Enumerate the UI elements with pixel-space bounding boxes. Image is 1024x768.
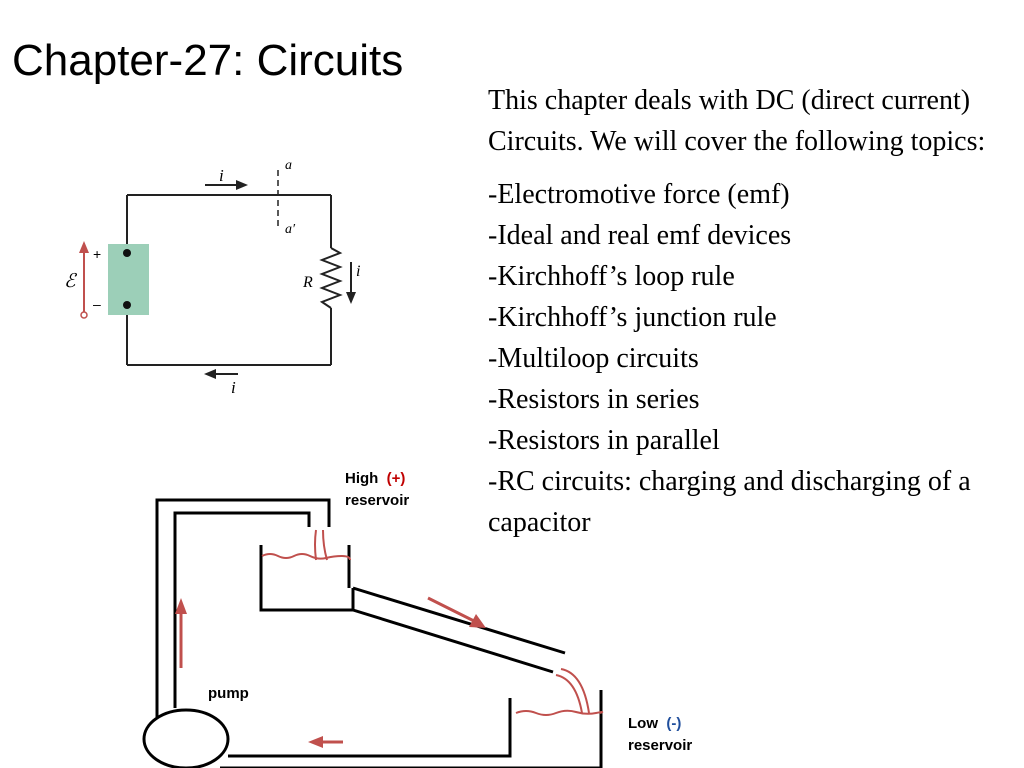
low-reservoir-label: Low (-) reservoir	[628, 713, 692, 757]
point-a-label: a	[285, 158, 292, 173]
high-word: High	[345, 470, 379, 487]
topic-item: -Resistors in series	[488, 384, 700, 415]
high-inflow-stream	[314, 529, 328, 561]
topics-text: This chapter deals with DC (direct curre…	[488, 80, 1008, 543]
high-sign: (+)	[386, 470, 406, 487]
emf-label: ℰ	[64, 271, 78, 292]
plus-sign: +	[93, 246, 101, 262]
topic-item: -Resistors in parallel	[488, 425, 720, 456]
current-label-resistor: i	[356, 263, 360, 280]
resistor-symbol	[319, 247, 343, 309]
low-word: Low	[628, 715, 658, 732]
circuit-wires	[126, 194, 332, 366]
minus-sign: –	[93, 296, 101, 312]
topic-item: -Kirchhoff’s loop rule	[488, 261, 735, 292]
battery-terminal-negative	[123, 301, 131, 309]
low-sign: (-)	[666, 715, 682, 732]
topic-item: -Multiloop circuits	[488, 343, 699, 374]
topics-list: -Electromotive force (emf) -Ideal and re…	[488, 174, 1008, 543]
resistor-label: R	[302, 274, 313, 291]
low-reservoir-water	[515, 709, 604, 716]
flow-arrow-down-diagonal	[427, 596, 477, 624]
topic-item: -Ideal and real emf devices	[488, 220, 792, 251]
high-reservoir-word: reservoir	[345, 492, 410, 509]
low-reservoir-word: reservoir	[628, 737, 693, 754]
pump-label: pump	[208, 685, 249, 702]
topic-item: -RC circuits: charging and discharging o…	[488, 466, 971, 538]
pump-symbol	[142, 708, 230, 768]
low-inflow-stream	[555, 668, 590, 714]
topic-item: -Kirchhoff’s junction rule	[488, 302, 777, 333]
slide-title: Chapter-27: Circuits	[12, 36, 404, 85]
pipes	[155, 498, 603, 768]
battery-terminal-positive	[123, 249, 131, 257]
topic-item: -Electromotive force (emf)	[488, 179, 790, 210]
current-label-bottom: i	[231, 378, 236, 397]
high-reservoir-label: High (+) reservoir	[345, 468, 409, 512]
point-a-prime-label: a′	[285, 222, 296, 237]
high-reservoir-water	[261, 553, 351, 561]
intro-paragraph: This chapter deals with DC (direct curre…	[488, 85, 986, 157]
current-label-top: i	[219, 166, 224, 185]
